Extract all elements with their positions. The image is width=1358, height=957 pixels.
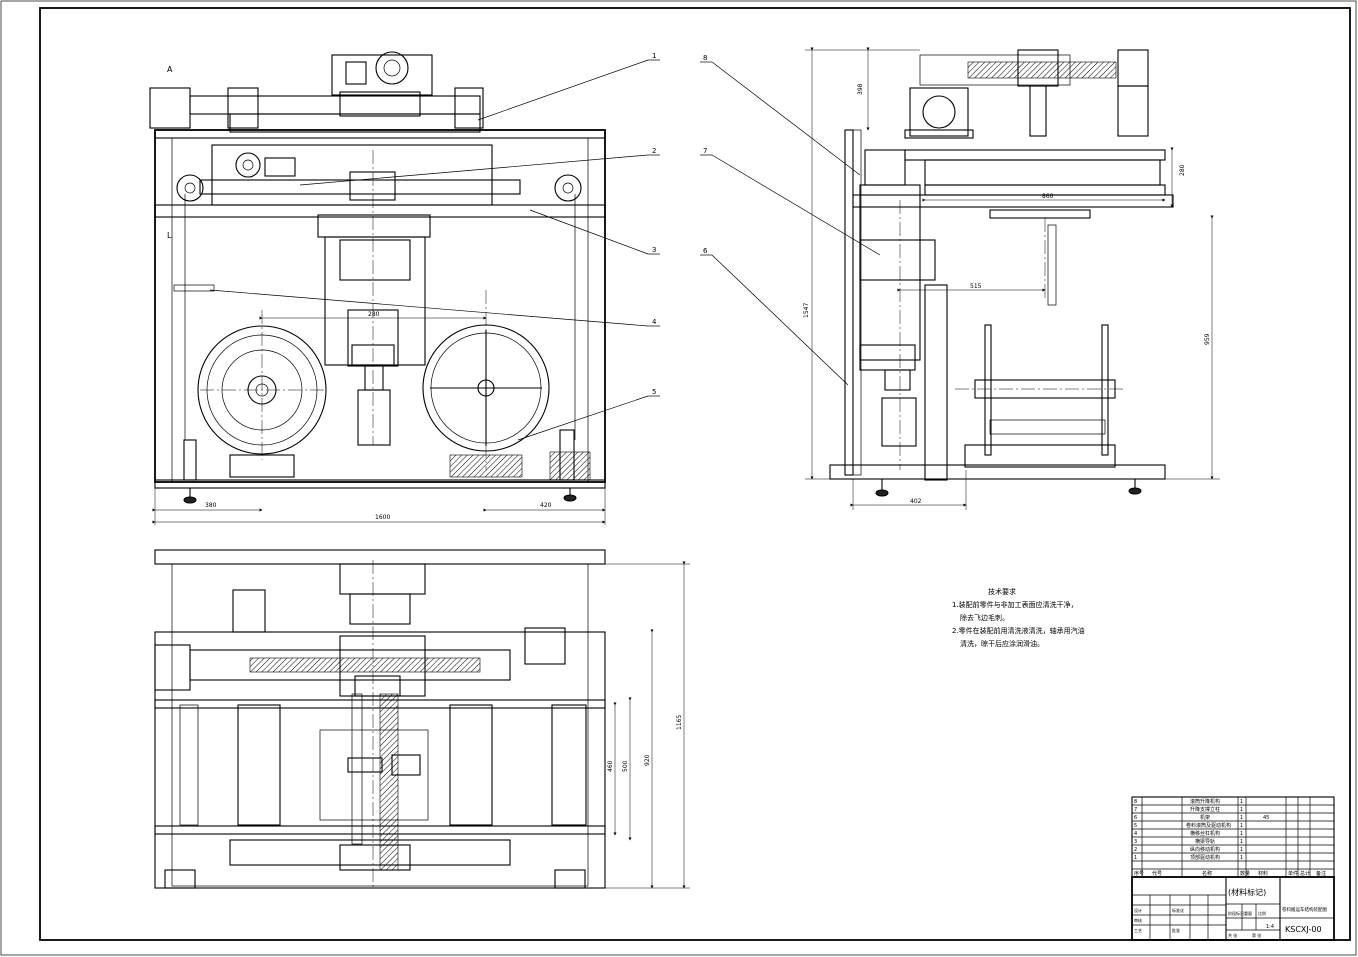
row-3-qty: 1	[1240, 815, 1243, 821]
row-6-qty: 1	[1240, 839, 1243, 845]
side-view-balloons: 8 7 6	[700, 54, 881, 386]
header-unit: 单件	[1288, 870, 1298, 877]
dim-460: 460	[607, 760, 614, 772]
header-remark: 备注	[1316, 870, 1326, 877]
row-4-qty: 1	[1240, 823, 1243, 829]
balloon-8: 8	[703, 54, 707, 62]
row-8-no: 1	[1134, 855, 1137, 861]
header-no: 序号	[1134, 870, 1144, 877]
front-view-dimensions: 280 380 420 1600	[152, 311, 606, 525]
balloon-5: 5	[652, 388, 656, 396]
weight-label: 重量	[1244, 910, 1252, 916]
section-mark-a: A	[167, 65, 173, 74]
stage-label: 阶段标记	[1228, 910, 1244, 916]
row-6-name: 横梁导轨	[1195, 838, 1215, 845]
tech-req-line-2: 除去飞边毛刺。	[960, 613, 1009, 622]
dim-959: 959	[1204, 333, 1211, 345]
tech-requirements: 技术要求 1.装配前零件与非加工表面应清洗干净， 除去飞边毛刺。 2.零件在装配…	[952, 587, 1085, 648]
row-5-no: 4	[1134, 831, 1137, 837]
row-7-name: 纵向移动机构	[1190, 846, 1220, 853]
row-3-name: 机架	[1200, 814, 1210, 821]
row-5-qty: 1	[1240, 831, 1243, 837]
dim-420: 420	[540, 502, 552, 509]
parts-list: 8 滚筒升降机构 1 7 升降支撑立柱 1 6 机架 1 45 5 卷料滚筒及驱…	[1131, 796, 1335, 878]
right-reel	[422, 290, 591, 481]
balloon-2: 2	[652, 147, 656, 155]
side-view	[829, 49, 1174, 497]
material-mark: (材料标记)	[1228, 887, 1266, 897]
dim-280-side: 280	[1179, 164, 1186, 176]
row-8-name: 顶部驱动机构	[1190, 854, 1220, 861]
balloon-4: 4	[652, 318, 657, 326]
approve-label: 批准	[1172, 927, 1180, 933]
row-4-name: 卷料滚筒及驱动机构	[1186, 822, 1231, 829]
top-view-dimensions: 460 500 920 1165	[588, 561, 690, 889]
row-3-no: 6	[1134, 815, 1137, 821]
dim-380: 380	[205, 502, 217, 509]
row-1-name: 滚筒升降机构	[1190, 798, 1220, 805]
header-code: 代号	[1152, 870, 1162, 877]
row-5-name: 横移丝杠机构	[1190, 830, 1220, 837]
designer-label: 设计	[1134, 907, 1142, 913]
craft-label: 工艺	[1134, 928, 1142, 933]
tech-req-title: 技术要求	[988, 587, 1016, 596]
tech-req-line-1: 1.装配前零件与非加工表面应清洗干净，	[952, 600, 1078, 609]
top-view	[154, 549, 606, 890]
left-reel	[197, 310, 327, 478]
review-label: 审核	[1134, 917, 1142, 923]
side-view-dimensions: 398 280 860 515 1547 959 402	[803, 47, 1220, 510]
balloon-6: 6	[703, 247, 708, 255]
balloon-1: 1	[652, 52, 656, 60]
row-1-no: 8	[1134, 799, 1137, 805]
dim-1547: 1547	[803, 303, 810, 318]
sheet-no: 第 张	[1252, 932, 1261, 938]
front-view-balloons: 1 2 3 4 5 A L	[167, 52, 660, 441]
row-2-qty: 1	[1240, 807, 1243, 813]
inner-border	[39, 7, 1351, 941]
dim-515: 515	[970, 283, 982, 290]
dim-398: 398	[857, 83, 864, 95]
front-view	[149, 51, 606, 504]
tech-req-line-4: 清洗，晾干后应涂润滑油。	[960, 639, 1044, 648]
header-qty: 数量	[1240, 870, 1250, 877]
row-2-name: 升降支撑立柱	[1190, 806, 1220, 813]
drawing-title: 卷料搬运车结构装配图	[1282, 906, 1327, 913]
row-2-no: 7	[1134, 807, 1137, 813]
dim-280: 280	[368, 311, 380, 318]
dim-1165: 1165	[676, 715, 683, 730]
row-7-qty: 1	[1240, 847, 1243, 853]
row-8-qty: 1	[1240, 855, 1243, 861]
section-mark-l: L	[167, 231, 172, 240]
dim-402: 402	[910, 498, 922, 505]
balloon-7: 7	[703, 147, 707, 155]
title-block: (材料标记) 卷料搬运车结构装配图 KSCXJ-00 1:4 阶段标记 重量 比…	[1131, 876, 1335, 941]
header-material: 材料	[1258, 870, 1268, 877]
row-3-material: 45	[1263, 815, 1269, 821]
row-1-qty: 1	[1240, 799, 1243, 805]
sheet-total: 共 张	[1228, 932, 1237, 938]
scale-value: 1:4	[1266, 924, 1274, 930]
dim-500: 500	[622, 760, 629, 772]
tech-req-line-3: 2.零件在装配前用清洗液清洗，轴承用汽油	[952, 626, 1085, 635]
dim-920: 920	[644, 754, 651, 766]
standard-label: 标准化	[1172, 907, 1184, 913]
balloon-3: 3	[652, 246, 656, 254]
scale-label: 比例	[1258, 910, 1266, 916]
header-name: 名称	[1202, 870, 1212, 877]
dim-1600: 1600	[375, 514, 390, 521]
row-4-no: 5	[1134, 823, 1137, 829]
dim-860: 860	[1042, 193, 1054, 200]
row-7-no: 2	[1134, 847, 1137, 853]
row-6-no: 3	[1134, 839, 1137, 845]
header-total: 总计	[1300, 870, 1310, 877]
drawing-number: KSCXJ-00	[1285, 925, 1322, 934]
